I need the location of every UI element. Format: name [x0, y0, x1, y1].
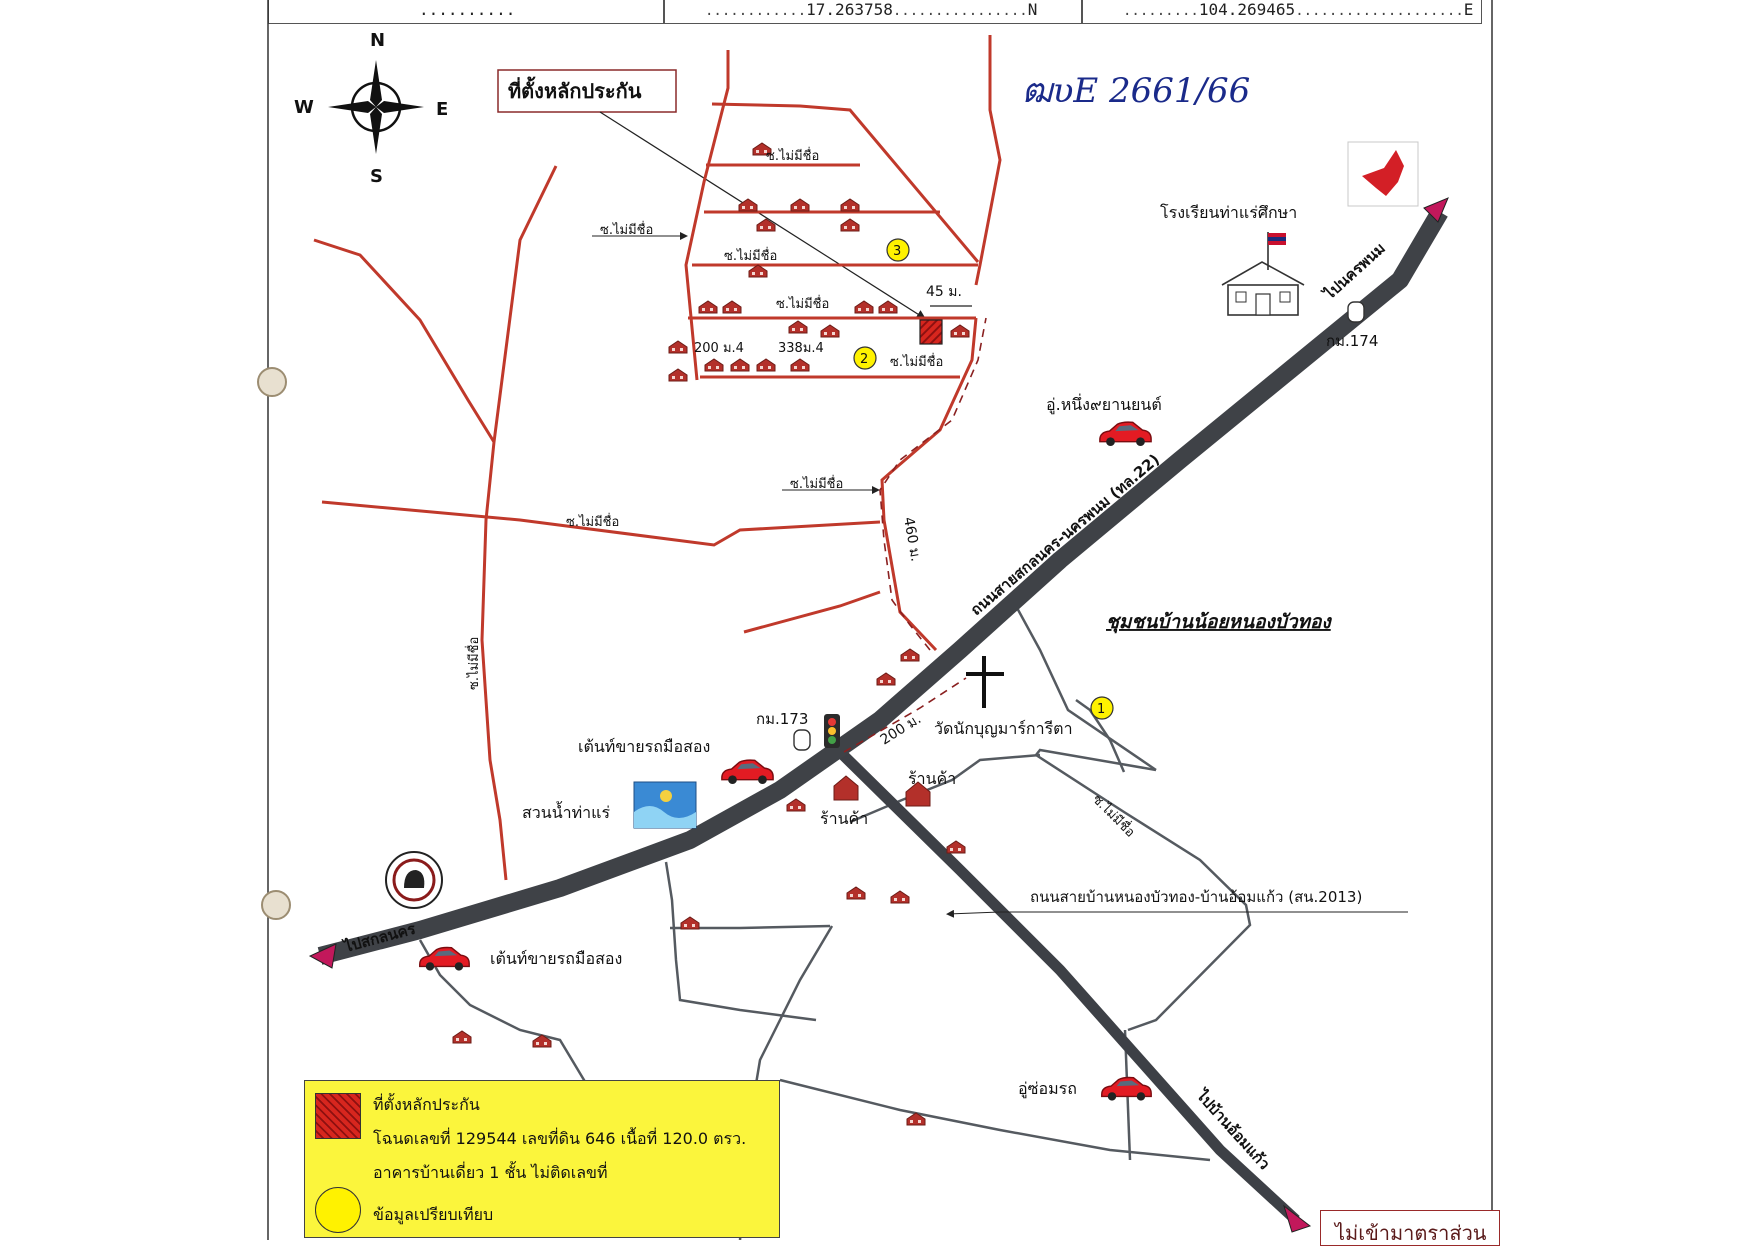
header-cell-lat: ............17.263758................N — [664, 0, 1082, 24]
svg-text:1: 1 — [1097, 702, 1105, 717]
community-label: ชุมชนบ้านน้อยหนองบัวทอง — [1106, 611, 1332, 634]
route-200m — [843, 677, 967, 753]
car-tent1-label: เต้นท์ขายรถมือสอง — [578, 737, 710, 756]
arrow-northeast — [1423, 197, 1449, 223]
plot-label-338: 338ม.4 — [778, 341, 824, 356]
soi-label-4: ซ.ไม่มีชื่อ — [776, 295, 829, 312]
school-label: โรงเรียนท่าแร่ศึกษา — [1160, 203, 1297, 222]
handwritten-reference: ฒυE 2661/66 — [1022, 71, 1250, 111]
compass-rose: N S E W — [294, 30, 448, 187]
svg-text:3: 3 — [893, 244, 901, 259]
comparison-marker-2: 2 — [853, 346, 877, 370]
to-sakon-label: ไปสกลนคร — [340, 918, 418, 956]
comparison-marker-3: 3 — [886, 238, 910, 262]
arrow-west — [308, 943, 337, 969]
distance-460m: 460 ม. — [900, 516, 924, 563]
road-2013 — [832, 744, 1300, 1225]
compass-n: N — [370, 30, 385, 51]
legend-building-line: อาคารบ้านเดี่ยว 1 ชั้น ไม่ติดเลขที่ — [373, 1163, 608, 1182]
lat-suffix: N — [1027, 0, 1038, 19]
shop2-icon — [905, 781, 931, 807]
road-2013-label: ถนนสายบ้านหนองบัวทอง-บ้านอ้อมแก้ว (สน.20… — [1030, 888, 1362, 906]
not-to-scale-note: ไม่เข้ามาตราส่วน — [1320, 1210, 1500, 1246]
legend-comparison-label: ข้อมูลเปรียบเทียบ — [373, 1205, 494, 1224]
soi-label-1: ซ.ไม่มีชื่อ — [766, 147, 819, 164]
legend-comparison-swatch — [315, 1187, 361, 1233]
legend-title: ที่ตั้งหลักประกัน — [373, 1095, 480, 1114]
punch-hole-bottom — [261, 890, 291, 920]
arrow-south — [1283, 1204, 1312, 1233]
soi-label-8: ซ.ไม่มีชื่อ — [465, 637, 482, 690]
soi-label-7: ซ.ไม่มีชื่อ — [566, 513, 619, 530]
lon-value: 104.269465 — [1198, 0, 1296, 19]
traffic-light-icon — [824, 714, 840, 748]
church-label: วัดนักบุญมาร์การีตา — [934, 719, 1073, 739]
district-seal-icon — [385, 851, 443, 909]
compass-s: S — [370, 166, 383, 187]
km174-post-icon — [1347, 301, 1365, 323]
garage1-car-icon — [1099, 421, 1152, 447]
svg-text:2: 2 — [860, 352, 868, 367]
map-legend: ที่ตั้งหลักประกัน โฉนดเลขที่ 129544 เลขท… — [304, 1080, 780, 1238]
km174-label: กม.174 — [1326, 332, 1378, 350]
soi-label-6: ซ.ไม่มีชื่อ — [790, 475, 843, 492]
garuda-logo-icon — [1347, 141, 1419, 207]
church-cross-icon — [966, 656, 1004, 708]
water-park-icon — [633, 781, 697, 829]
collateral-callout: ที่ตั้งหลักประกัน — [497, 69, 927, 320]
shop1-label: ร้านค้า — [820, 809, 868, 828]
compass-e: E — [436, 99, 448, 120]
comparison-marker-1: 1 — [1090, 696, 1114, 720]
km173-label: กม.173 — [756, 710, 808, 728]
collateral-plot-marker — [919, 319, 943, 345]
car-tent2-label: เต้นท์ขายรถมือสอง — [490, 949, 622, 968]
soi-label-3: ซ.ไม่มีชื่อ — [724, 247, 777, 264]
header-cell-left-text: .......... — [419, 0, 516, 19]
car-tent1-car-icon — [721, 759, 774, 785]
village-houses — [452, 142, 970, 1126]
compass-w: W — [294, 97, 314, 118]
lon-suffix: E — [1463, 0, 1474, 19]
route-460m — [879, 317, 987, 651]
distance-45m: 45 ม. — [926, 284, 962, 300]
legend-deed-line: โฉนดเลขที่ 129544 เลขที่ดิน 646 เนื้อที่… — [373, 1129, 747, 1148]
shop1-icon — [833, 775, 859, 801]
soi-label-5: ซ.ไม่มีชื่อ — [890, 353, 943, 370]
highway-label: ถนนสายสกลนคร-นครพนม (ทล.22) — [967, 450, 1163, 619]
km173-post-icon — [793, 729, 811, 751]
garage1-label: อู่.หนึ่ง๙ยานยนต์ — [1046, 393, 1162, 415]
water-park-label: สวนน้ำท่าแร่ — [522, 801, 610, 822]
header-cell-lon: .........104.269465....................E — [1082, 0, 1482, 24]
soi-label-2: ซ.ไม่มีชื่อ — [600, 221, 653, 238]
plot-label-200: 200 ม.4 — [694, 341, 744, 356]
punch-hole-top — [257, 367, 287, 397]
school-icon — [1221, 232, 1305, 316]
soi-road-network — [313, 35, 1002, 881]
legend-collateral-swatch — [315, 1093, 361, 1139]
callout-title: ที่ตั้งหลักประกัน — [508, 76, 642, 103]
lat-value: 17.263758 — [806, 0, 893, 19]
garage2-label: อู่ซ่อมรถ — [1018, 1079, 1077, 1099]
shop2-label: ร้านค้า — [908, 769, 956, 788]
highway-22 — [317, 207, 1448, 965]
